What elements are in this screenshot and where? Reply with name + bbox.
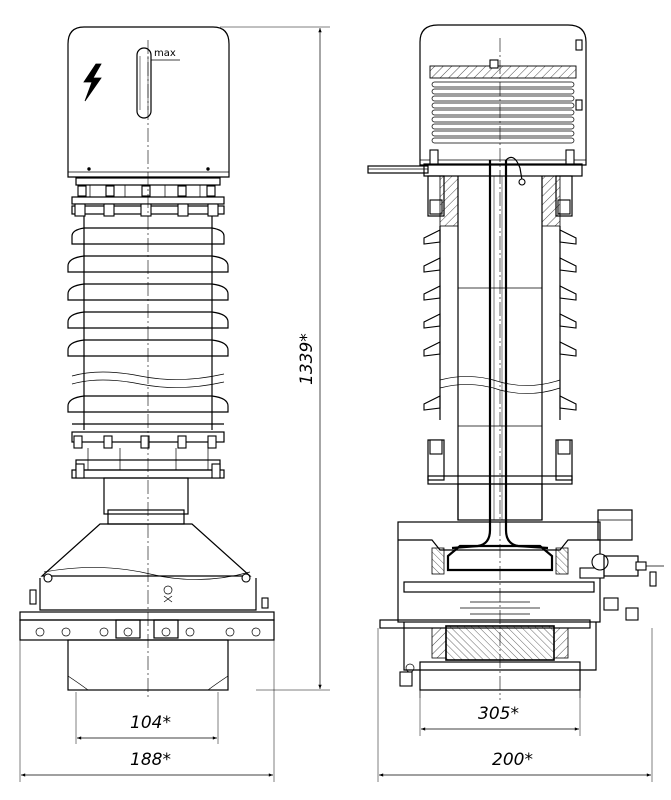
section-insulator: [423, 175, 577, 520]
high-voltage-lightning-icon: [83, 63, 102, 102]
height-dimension: 1339*: [220, 26, 330, 691]
base-outer-dimension-left: 188*: [19, 640, 275, 782]
right-view: 305* 200*: [367, 24, 664, 782]
base-outer-dimension-right: 200*: [377, 628, 653, 782]
tank-body: [19, 578, 275, 691]
base-inner-left-label: 104*: [130, 713, 171, 733]
base-inner-right-label: 305*: [478, 704, 519, 724]
section-top-cap: [419, 24, 587, 166]
base-outer-left-label: 188*: [130, 750, 171, 770]
terminal-plate: [367, 165, 429, 174]
tank-cover: [40, 523, 252, 603]
base-inner-dimension-left: 104*: [75, 692, 219, 744]
cooling-fins: [431, 81, 575, 144]
max-label: max: [154, 48, 176, 59]
neck: [103, 477, 189, 515]
left-view: max: [19, 26, 330, 782]
section-tank: [379, 509, 633, 698]
top-cap-housing: max: [67, 26, 230, 178]
base-inner-dimension-right: 305*: [419, 698, 581, 736]
base-outer-right-label: 200*: [492, 750, 533, 770]
side-fittings: [399, 553, 664, 687]
height-dimension-label: 1339*: [297, 333, 317, 385]
